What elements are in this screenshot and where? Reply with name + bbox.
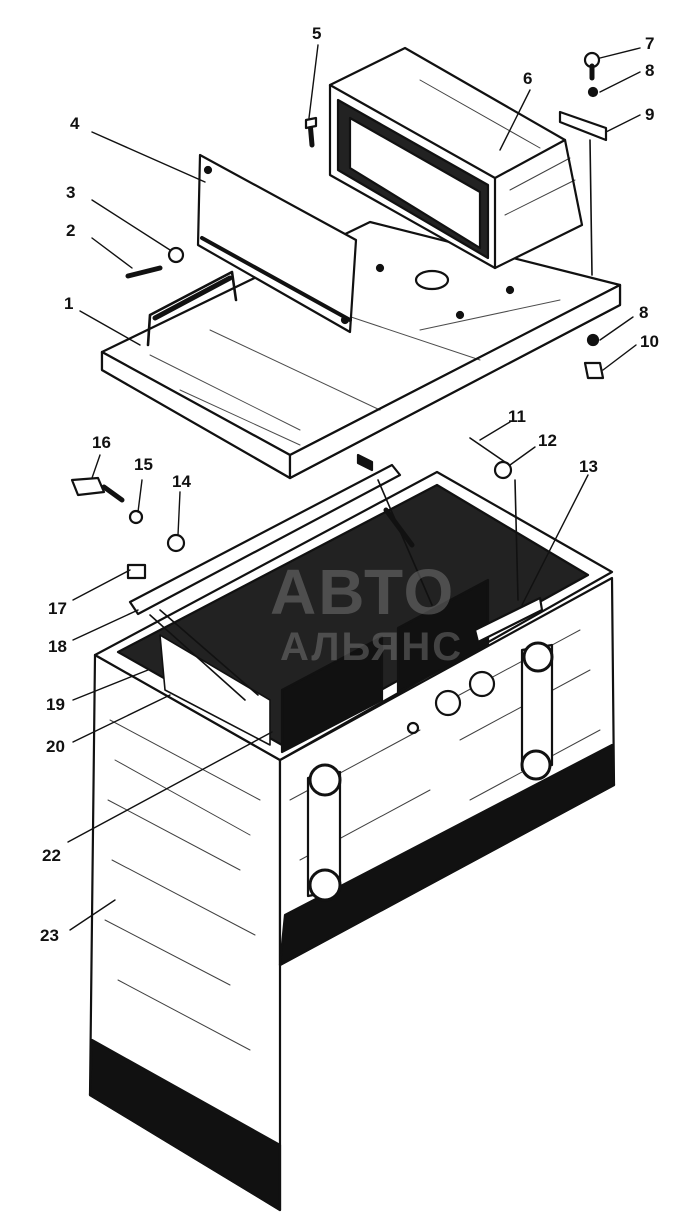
clamp-bar xyxy=(128,453,544,644)
label-19: 19 xyxy=(46,695,65,714)
battery-box-body xyxy=(88,470,616,1212)
label-15: 15 xyxy=(134,455,153,474)
fasteners-lower xyxy=(70,437,513,580)
end-plate xyxy=(196,153,358,334)
label-16: 16 xyxy=(92,433,111,452)
label-4: 4 xyxy=(70,114,80,133)
label-20: 20 xyxy=(46,737,65,756)
label-5: 5 xyxy=(312,24,322,43)
label-14: 14 xyxy=(172,472,191,491)
battery-box-lid xyxy=(100,220,622,480)
label-3: 3 xyxy=(66,183,76,202)
label-12: 12 xyxy=(538,431,557,450)
terminal-cover-box xyxy=(328,46,584,270)
label-6: 6 xyxy=(523,69,533,88)
label-18: 18 xyxy=(48,637,67,656)
leader-lines xyxy=(67,44,641,931)
fasteners-right xyxy=(558,51,608,380)
label-9: 9 xyxy=(645,105,655,124)
label-10: 10 xyxy=(640,332,659,351)
label-8: 8 xyxy=(645,61,655,80)
label-1: 1 xyxy=(64,294,74,313)
watermark-line2: АЛЬЯНС xyxy=(280,625,464,669)
watermark-line1: АВТО xyxy=(270,556,456,628)
label-7: 7 xyxy=(645,34,655,53)
label-11: 11 xyxy=(508,407,526,426)
label-22: 22 xyxy=(42,846,61,865)
bolt-5 xyxy=(304,116,318,148)
label-13: 13 xyxy=(579,457,598,476)
label-2: 2 xyxy=(66,221,76,240)
label-17: 17 xyxy=(48,599,67,618)
label-23: 23 xyxy=(40,926,59,945)
label-8b: 8 xyxy=(639,303,649,322)
